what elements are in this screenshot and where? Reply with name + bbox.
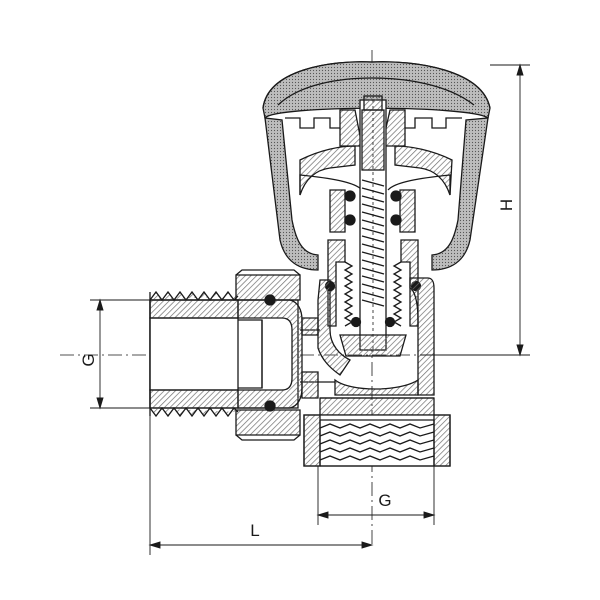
valve-body	[300, 277, 435, 416]
dimension-lines	[90, 63, 530, 555]
bonnet	[324, 189, 422, 357]
dimension-label-h: H	[497, 199, 516, 211]
dimension-label-l: L	[250, 521, 259, 540]
inlet-tailpiece	[149, 269, 319, 441]
handle-cap	[262, 61, 491, 271]
spindle	[359, 95, 387, 351]
dimension-label-g-inlet: G	[79, 353, 98, 366]
dimension-label-g-outlet: G	[378, 491, 391, 510]
outlet-thread	[303, 414, 451, 467]
